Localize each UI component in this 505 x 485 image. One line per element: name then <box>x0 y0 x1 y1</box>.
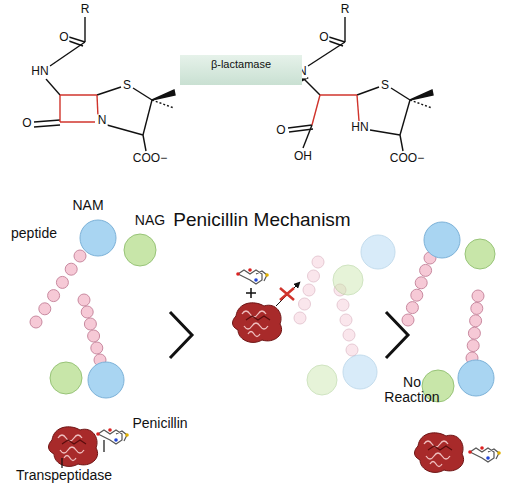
atom-label: R <box>340 3 351 16</box>
peptide-bead <box>39 303 51 315</box>
sugar-circle <box>343 355 377 389</box>
peptide-bead <box>56 276 68 288</box>
peptide-bead <box>343 329 355 341</box>
peptide-bead <box>471 302 483 314</box>
transpeptidase-icon <box>415 433 464 473</box>
peptide-bead <box>303 284 315 296</box>
peptide-bead <box>294 312 306 324</box>
sugar-circle <box>458 360 494 396</box>
peptide-bead <box>468 327 480 339</box>
group-label: COO− <box>132 152 168 165</box>
leader-line <box>61 458 62 468</box>
part-label: NAG <box>135 213 165 228</box>
part-label: Penicillin <box>132 416 187 431</box>
peptide-bead <box>472 290 484 302</box>
part-label: peptide <box>11 226 57 241</box>
peptide-bead <box>88 330 100 342</box>
peptide-bead <box>78 294 90 306</box>
sugar-circle <box>333 265 363 295</box>
peptide-bead <box>299 298 311 310</box>
peptide-bead <box>91 342 103 354</box>
diagram-title: Penicillin Mechanism <box>173 210 350 231</box>
peptide-bead <box>308 270 320 282</box>
plus-sign <box>246 288 256 298</box>
sugar-circle <box>465 239 495 269</box>
peptide-bead <box>81 306 93 318</box>
peptide-bead <box>337 299 349 311</box>
sugar-circle <box>50 362 82 394</box>
sugar-circle <box>361 235 395 269</box>
peptide-bead <box>84 318 96 330</box>
sugar-circle <box>88 362 124 398</box>
peptide-bead <box>406 302 418 314</box>
peptide-bead <box>65 263 77 275</box>
penicillin-icon <box>236 268 269 284</box>
part-label: Transpeptidase <box>16 468 112 483</box>
step-chevron <box>386 312 408 358</box>
penicillin-icon <box>468 446 501 462</box>
enzyme-box: β-lactamase <box>180 55 302 85</box>
peptide-bead <box>467 340 479 352</box>
group-label: COO− <box>389 152 425 165</box>
penicillin-structure <box>34 17 175 151</box>
enzyme-name: β-lactamase <box>186 58 296 70</box>
atom-label: O <box>21 117 32 130</box>
atom-label: O <box>58 31 69 44</box>
sugar-circle <box>80 220 116 256</box>
sugar-circle <box>307 365 337 395</box>
atom-label: S <box>122 79 132 92</box>
cross-mark <box>280 288 294 300</box>
glycan-peptide-chains <box>30 220 495 402</box>
group-label: OH <box>293 150 313 163</box>
atom-label: O <box>275 124 286 137</box>
step-chevron <box>170 312 192 358</box>
peptide-bead <box>402 314 414 326</box>
peptide-bead <box>74 250 86 262</box>
sugar-circle <box>124 234 156 266</box>
atom-label: N <box>97 114 108 127</box>
transpeptidase-icon <box>49 427 98 467</box>
atom-label: HN <box>30 65 49 78</box>
atom-label: S <box>380 79 390 92</box>
peptide-bead <box>340 314 352 326</box>
penicillin-icon <box>96 428 129 444</box>
peptide-bead <box>420 264 432 276</box>
peptide-bead <box>48 290 60 302</box>
peptide-bead <box>411 289 423 301</box>
transpeptidase-icon <box>233 303 282 343</box>
peptide-bead <box>415 277 427 289</box>
sugar-circle <box>424 222 460 258</box>
peptide-bead <box>312 256 324 268</box>
penicilloic-acid-structure <box>288 17 433 151</box>
atom-label: O <box>318 31 329 44</box>
peptide-bead <box>346 344 358 356</box>
step-label: No Reaction <box>380 375 444 406</box>
atom-label: HN <box>350 121 369 134</box>
atom-label: R <box>80 3 91 16</box>
peptide-bead <box>30 316 42 328</box>
peptide-bead <box>470 315 482 327</box>
part-label: NAM <box>72 198 103 213</box>
leader-line <box>103 440 104 452</box>
blocked-arrow <box>276 282 300 306</box>
